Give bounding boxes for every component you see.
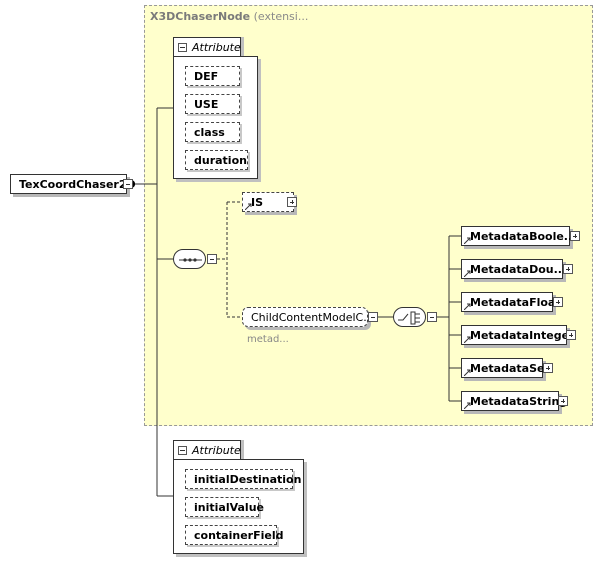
- attribute-group-1-label: Attribute: [192, 41, 241, 54]
- reference-arrow-icon: [464, 402, 471, 409]
- child-content-model-group[interactable]: ChildContentModelC...: [242, 307, 374, 327]
- metadata-double[interactable]: MetadataDou...: [461, 259, 567, 279]
- expand-icon[interactable]: [558, 396, 568, 406]
- attribute-def[interactable]: DEF: [185, 66, 240, 86]
- attribute-use[interactable]: USE: [185, 94, 240, 114]
- sequence-compositor[interactable]: [173, 249, 206, 269]
- collapse-icon[interactable]: [178, 43, 187, 52]
- sequence-icon: [179, 258, 202, 262]
- root-element-label: TexCoordChaser2D: [19, 178, 136, 191]
- reference-arrow-icon: [464, 237, 471, 244]
- metadata-string-label: MetadataString: [470, 395, 568, 408]
- child-group-subtitle: metad...: [247, 334, 289, 345]
- attribute-group-2: initialDestination initialValue containe…: [173, 459, 304, 554]
- choice-icon: [398, 311, 420, 325]
- expand-icon[interactable]: [553, 297, 563, 307]
- child-group-collapse-icon[interactable]: [368, 312, 378, 322]
- reference-arrow-icon: [464, 336, 471, 343]
- expand-icon[interactable]: [287, 197, 297, 207]
- reference-arrow-icon: [464, 270, 471, 277]
- attribute-class[interactable]: class: [185, 122, 240, 142]
- extension-suffix: (extensi...: [253, 10, 309, 23]
- expand-icon[interactable]: [543, 363, 553, 373]
- extension-name: X3DChaserNode: [150, 10, 251, 23]
- attribute-group-2-label: Attribute: [192, 444, 241, 457]
- root-element[interactable]: TexCoordChaser2D: [10, 174, 136, 194]
- choice-collapse-icon[interactable]: [427, 312, 437, 322]
- extension-title: X3DChaserNode (extensi...: [150, 10, 308, 23]
- metadata-float-label: MetadataFloat: [470, 296, 561, 309]
- metadata-integer[interactable]: MetadataInteger: [461, 325, 574, 345]
- attribute-group-1-tab[interactable]: Attribute: [173, 37, 241, 57]
- collapse-icon[interactable]: [178, 446, 187, 455]
- metadata-integer-label: MetadataInteger: [470, 329, 575, 342]
- attribute-container-field[interactable]: containerField: [185, 525, 283, 545]
- sequence-collapse-icon[interactable]: [207, 254, 217, 264]
- attribute-group-1: DEF USE class duration: [173, 56, 258, 179]
- metadata-float[interactable]: MetadataFloat: [461, 292, 561, 312]
- attribute-group-2-tab[interactable]: Attribute: [173, 440, 241, 460]
- is-element-label: IS: [251, 196, 264, 209]
- attribute-duration[interactable]: duration: [185, 150, 248, 170]
- reference-arrow-icon: [245, 203, 252, 210]
- attribute-initial-destination[interactable]: initialDestination: [185, 469, 301, 489]
- metadata-set-label: MetadataSet: [470, 362, 550, 375]
- metadata-set[interactable]: MetadataSet: [461, 358, 550, 378]
- metadata-boolean[interactable]: MetadataBoole...: [461, 226, 576, 246]
- expand-icon[interactable]: [566, 330, 576, 340]
- attribute-initial-value[interactable]: initialValue: [185, 497, 264, 517]
- metadata-double-label: MetadataDou...: [470, 263, 567, 276]
- child-group-label: ChildContentModelC...: [251, 311, 374, 324]
- metadata-string[interactable]: MetadataString: [461, 391, 567, 411]
- expand-icon[interactable]: [563, 264, 573, 274]
- choice-compositor[interactable]: [393, 307, 426, 327]
- expand-icon[interactable]: [570, 231, 580, 241]
- root-collapse-icon[interactable]: [123, 179, 133, 189]
- reference-arrow-icon: [464, 303, 471, 310]
- metadata-boolean-label: MetadataBoole...: [470, 230, 577, 243]
- reference-arrow-icon: [464, 369, 471, 376]
- is-element[interactable]: IS: [242, 192, 294, 212]
